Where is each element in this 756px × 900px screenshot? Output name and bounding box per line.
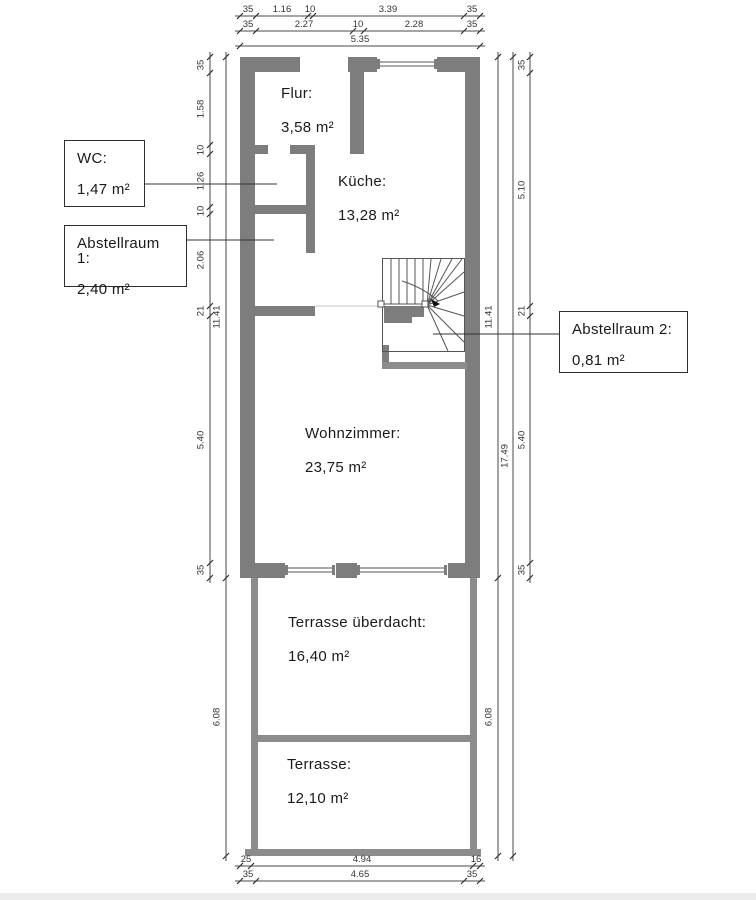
room-wohnzimmer-name: Wohnzimmer:: [305, 425, 401, 442]
wall-terrace-left: [251, 578, 258, 856]
dim-top1-10: 10: [304, 4, 316, 15]
callout-abstellraum1: Abstellraum 1: 2,40 m²: [64, 225, 187, 297]
dim-left-540: 5.40: [195, 430, 207, 450]
dim-top2-35b: 35: [466, 19, 478, 30]
callout-wc-name: WC:: [77, 150, 108, 167]
dim-top2-228: 2.28: [404, 19, 424, 30]
wall-left-outer: [240, 57, 255, 578]
wall-abstellraum1-partition: [306, 214, 315, 253]
dim-left-35b: 35: [195, 564, 207, 576]
dim-bot2-35b: 35: [466, 869, 478, 880]
dim-left-terrace: 6.08: [211, 707, 223, 727]
dim-left-10a: 10: [195, 144, 207, 156]
dim-top2-35a: 35: [242, 19, 254, 30]
staircase: [382, 258, 465, 352]
dim-top1-116: 1.16: [272, 4, 292, 15]
wall-stair-bar: [384, 306, 424, 317]
wall-below-flur-b: [290, 145, 315, 154]
wall-abstellraum2-stub: [382, 345, 389, 362]
dim-top1-35a: 35: [242, 4, 254, 15]
room-terrasse-ueberdacht: Terrasse überdacht: 16,40 m²: [288, 615, 426, 664]
room-terrasse-ueberdacht-name: Terrasse überdacht:: [288, 614, 427, 631]
wall-abstellraum2-bottom: [382, 362, 467, 369]
dim-right-total-inner: 11.41: [483, 305, 495, 329]
dim-top1-339: 3.39: [378, 4, 398, 15]
window-glyphs: [288, 61, 445, 573]
dim-right-510: 5.10: [516, 180, 528, 200]
room-wohnzimmer-area: 23,75 m²: [305, 459, 367, 476]
wall-below-flur-a: [253, 145, 268, 154]
dim-top2-10: 10: [352, 19, 364, 30]
room-kueche-name: Küche:: [338, 173, 387, 190]
dim-left-126: 1.26: [195, 171, 207, 191]
stair-direction-arrow: [431, 299, 440, 307]
dim-bot1-25: 25: [240, 854, 252, 865]
callout-abstellraum2: Abstellraum 2: 0,81 m²: [559, 311, 688, 373]
wall-section-divider: [240, 306, 315, 316]
dim-top1-35b: 35: [466, 4, 478, 15]
wall-flur-right: [350, 72, 364, 154]
wall-wc-partition: [306, 145, 315, 214]
dim-left-206: 2.06: [195, 250, 207, 270]
dim-bot1-494: 4.94: [352, 854, 372, 865]
room-kueche: Küche: 13,28 m²: [338, 174, 400, 223]
callout-abstellraum1-name: Abstellraum 1:: [77, 235, 160, 267]
wall-right-outer: [465, 57, 480, 578]
dim-top2-227: 2.27: [294, 19, 314, 30]
room-terrasse: Terrasse: 12,10 m²: [287, 757, 351, 806]
dim-left-35a: 35: [195, 59, 207, 71]
room-terrasse-name: Terrasse:: [287, 756, 352, 773]
room-wohnzimmer: Wohnzimmer: 23,75 m²: [305, 426, 401, 475]
wall-below-wc: [253, 205, 306, 214]
dim-bot2-35a: 35: [242, 869, 254, 880]
wall-bottom-right-segment: [448, 563, 480, 578]
callout-abstellraum2-area: 0,81 m²: [572, 352, 625, 369]
dim-bot2-465: 4.65: [350, 869, 370, 880]
callout-wc: WC: 1,47 m²: [64, 140, 145, 207]
dim-top-total: 5.35: [350, 34, 370, 45]
room-flur-name: Flur:: [281, 85, 313, 102]
dim-bot1-16: 16: [470, 854, 482, 865]
dim-right-35b: 35: [516, 564, 528, 576]
wall-bottom-mid-pillar: [336, 563, 357, 578]
dim-right-35a: 35: [516, 59, 528, 71]
wall-top-left-segment: [240, 57, 300, 72]
page-edge-strip: [0, 893, 756, 900]
dim-right-540: 5.40: [516, 430, 528, 450]
callout-wc-area: 1,47 m²: [77, 181, 130, 198]
dim-right-total-outer: 17.49: [499, 444, 511, 468]
room-kueche-area: 13,28 m²: [338, 207, 400, 224]
room-terrasse-ueberdacht-area: 16,40 m²: [288, 648, 350, 665]
callout-abstellraum2-name: Abstellraum 2:: [572, 321, 673, 338]
room-terrasse-area: 12,10 m²: [287, 790, 349, 807]
wall-terrace-bottom: [245, 849, 481, 856]
dim-left-10b: 10: [195, 205, 207, 217]
dim-left-21: 21: [195, 305, 207, 317]
room-flur-area: 3,58 m²: [281, 119, 334, 136]
wall-terrace-right: [470, 578, 477, 856]
wall-terrace-divider: [251, 735, 477, 742]
dim-left-158: 1.58: [195, 99, 207, 119]
callout-abstellraum1-area: 2,40 m²: [77, 281, 130, 298]
room-flur: Flur: 3,58 m²: [281, 86, 334, 135]
dim-right-21: 21: [516, 305, 528, 317]
wall-top-mid-segment: [348, 57, 377, 72]
dim-right-terrace: 6.08: [483, 707, 495, 727]
wall-stair-step: [384, 317, 412, 323]
wall-bottom-left-segment: [240, 563, 285, 578]
dim-left-total: 11.41: [211, 305, 223, 329]
